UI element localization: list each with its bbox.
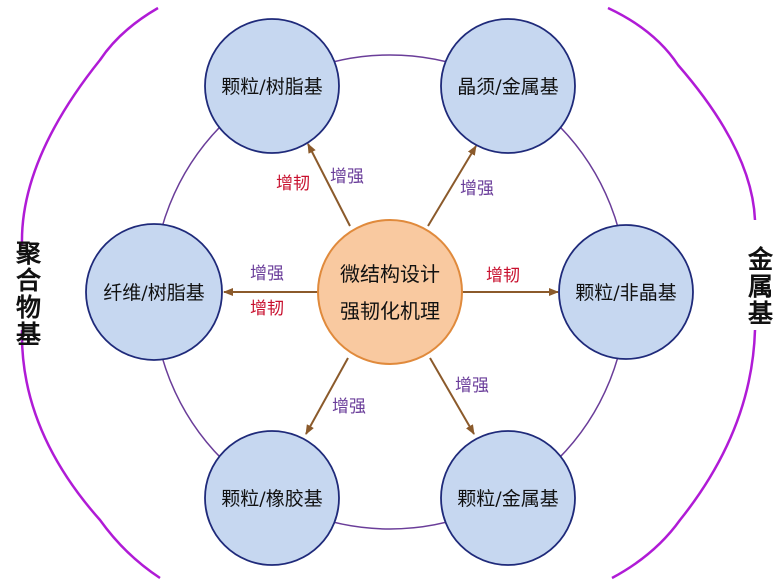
node-top-left-circle — [205, 19, 339, 153]
label-mid-left-strengthen: 增强 — [250, 264, 284, 284]
node-mid-right: 颗粒/非晶基 — [558, 224, 694, 360]
label-bottom-left-strengthen: 增强 — [332, 397, 366, 417]
center-node-circle — [318, 220, 462, 364]
node-top-left: 颗粒/树脂基 — [204, 18, 340, 154]
arrow-to-top-right — [427, 145, 477, 227]
label-top-right-strengthen: 增强 — [460, 179, 494, 199]
center-node: 微结构设计 强韧化机理 — [317, 219, 463, 365]
left-bracket — [20, 6, 159, 246]
node-bottom-right-outline — [440, 430, 576, 566]
label-top-left-toughen: 增韧 — [276, 174, 310, 194]
node-bottom-right-label: 颗粒/金属基 — [457, 488, 558, 510]
node-top-left-label: 颗粒/树脂基 — [221, 76, 322, 98]
node-bottom-right: 颗粒/金属基 — [440, 430, 576, 566]
node-mid-left: 纤维/树脂基 — [85, 223, 223, 361]
left-side-char-3: 物 — [16, 293, 41, 322]
node-bottom-right-circle — [441, 431, 575, 565]
arrow-to-top-left — [307, 143, 351, 227]
left-side-char-4: 基 — [16, 320, 41, 349]
label-mid-right-toughen: 增韧 — [486, 266, 520, 286]
node-top-left-outline — [204, 18, 340, 154]
label-top-left-strengthen: 增强 — [330, 167, 364, 187]
label-mid-left-toughen: 增韧 — [250, 299, 284, 319]
node-bottom-left-outline — [204, 430, 340, 566]
node-top-right-label: 晶须/金属基 — [457, 76, 558, 98]
center-node-outline — [317, 219, 463, 365]
left-bracket-lower — [20, 329, 161, 580]
right-side-char-3: 基 — [748, 299, 773, 328]
center-line-1: 微结构设计 — [340, 262, 440, 286]
left-side-char-2: 合 — [16, 266, 42, 295]
right-side-char-1: 金 — [747, 245, 774, 274]
node-mid-left-circle — [86, 224, 222, 360]
node-top-right: 晶须/金属基 — [440, 18, 576, 154]
node-mid-left-label: 纤维/树脂基 — [103, 282, 204, 304]
node-mid-left-outline — [85, 223, 223, 361]
arrow-to-bottom-right — [429, 357, 475, 435]
right-side-label: 金 属 基 — [747, 245, 774, 328]
right-bracket-lower — [611, 329, 757, 580]
node-top-right-outline — [440, 18, 576, 154]
label-bottom-right-strengthen: 增强 — [455, 376, 489, 396]
right-side-char-2: 属 — [748, 272, 773, 301]
node-bottom-left: 颗粒/橡胶基 — [204, 430, 340, 566]
node-top-right-circle — [441, 19, 575, 153]
left-side-label: 聚 合 物 基 — [15, 239, 42, 349]
node-bottom-left-label: 颗粒/橡胶基 — [221, 488, 322, 510]
center-line-2: 强韧化机理 — [340, 299, 440, 323]
left-side-char-1: 聚 — [15, 239, 42, 268]
node-mid-right-outline — [558, 224, 694, 360]
node-mid-right-circle — [559, 225, 693, 359]
arrow-to-bottom-left — [305, 357, 349, 435]
node-mid-right-label: 颗粒/非晶基 — [575, 282, 676, 304]
node-bottom-left-circle — [205, 431, 339, 565]
right-bracket — [607, 6, 757, 221]
